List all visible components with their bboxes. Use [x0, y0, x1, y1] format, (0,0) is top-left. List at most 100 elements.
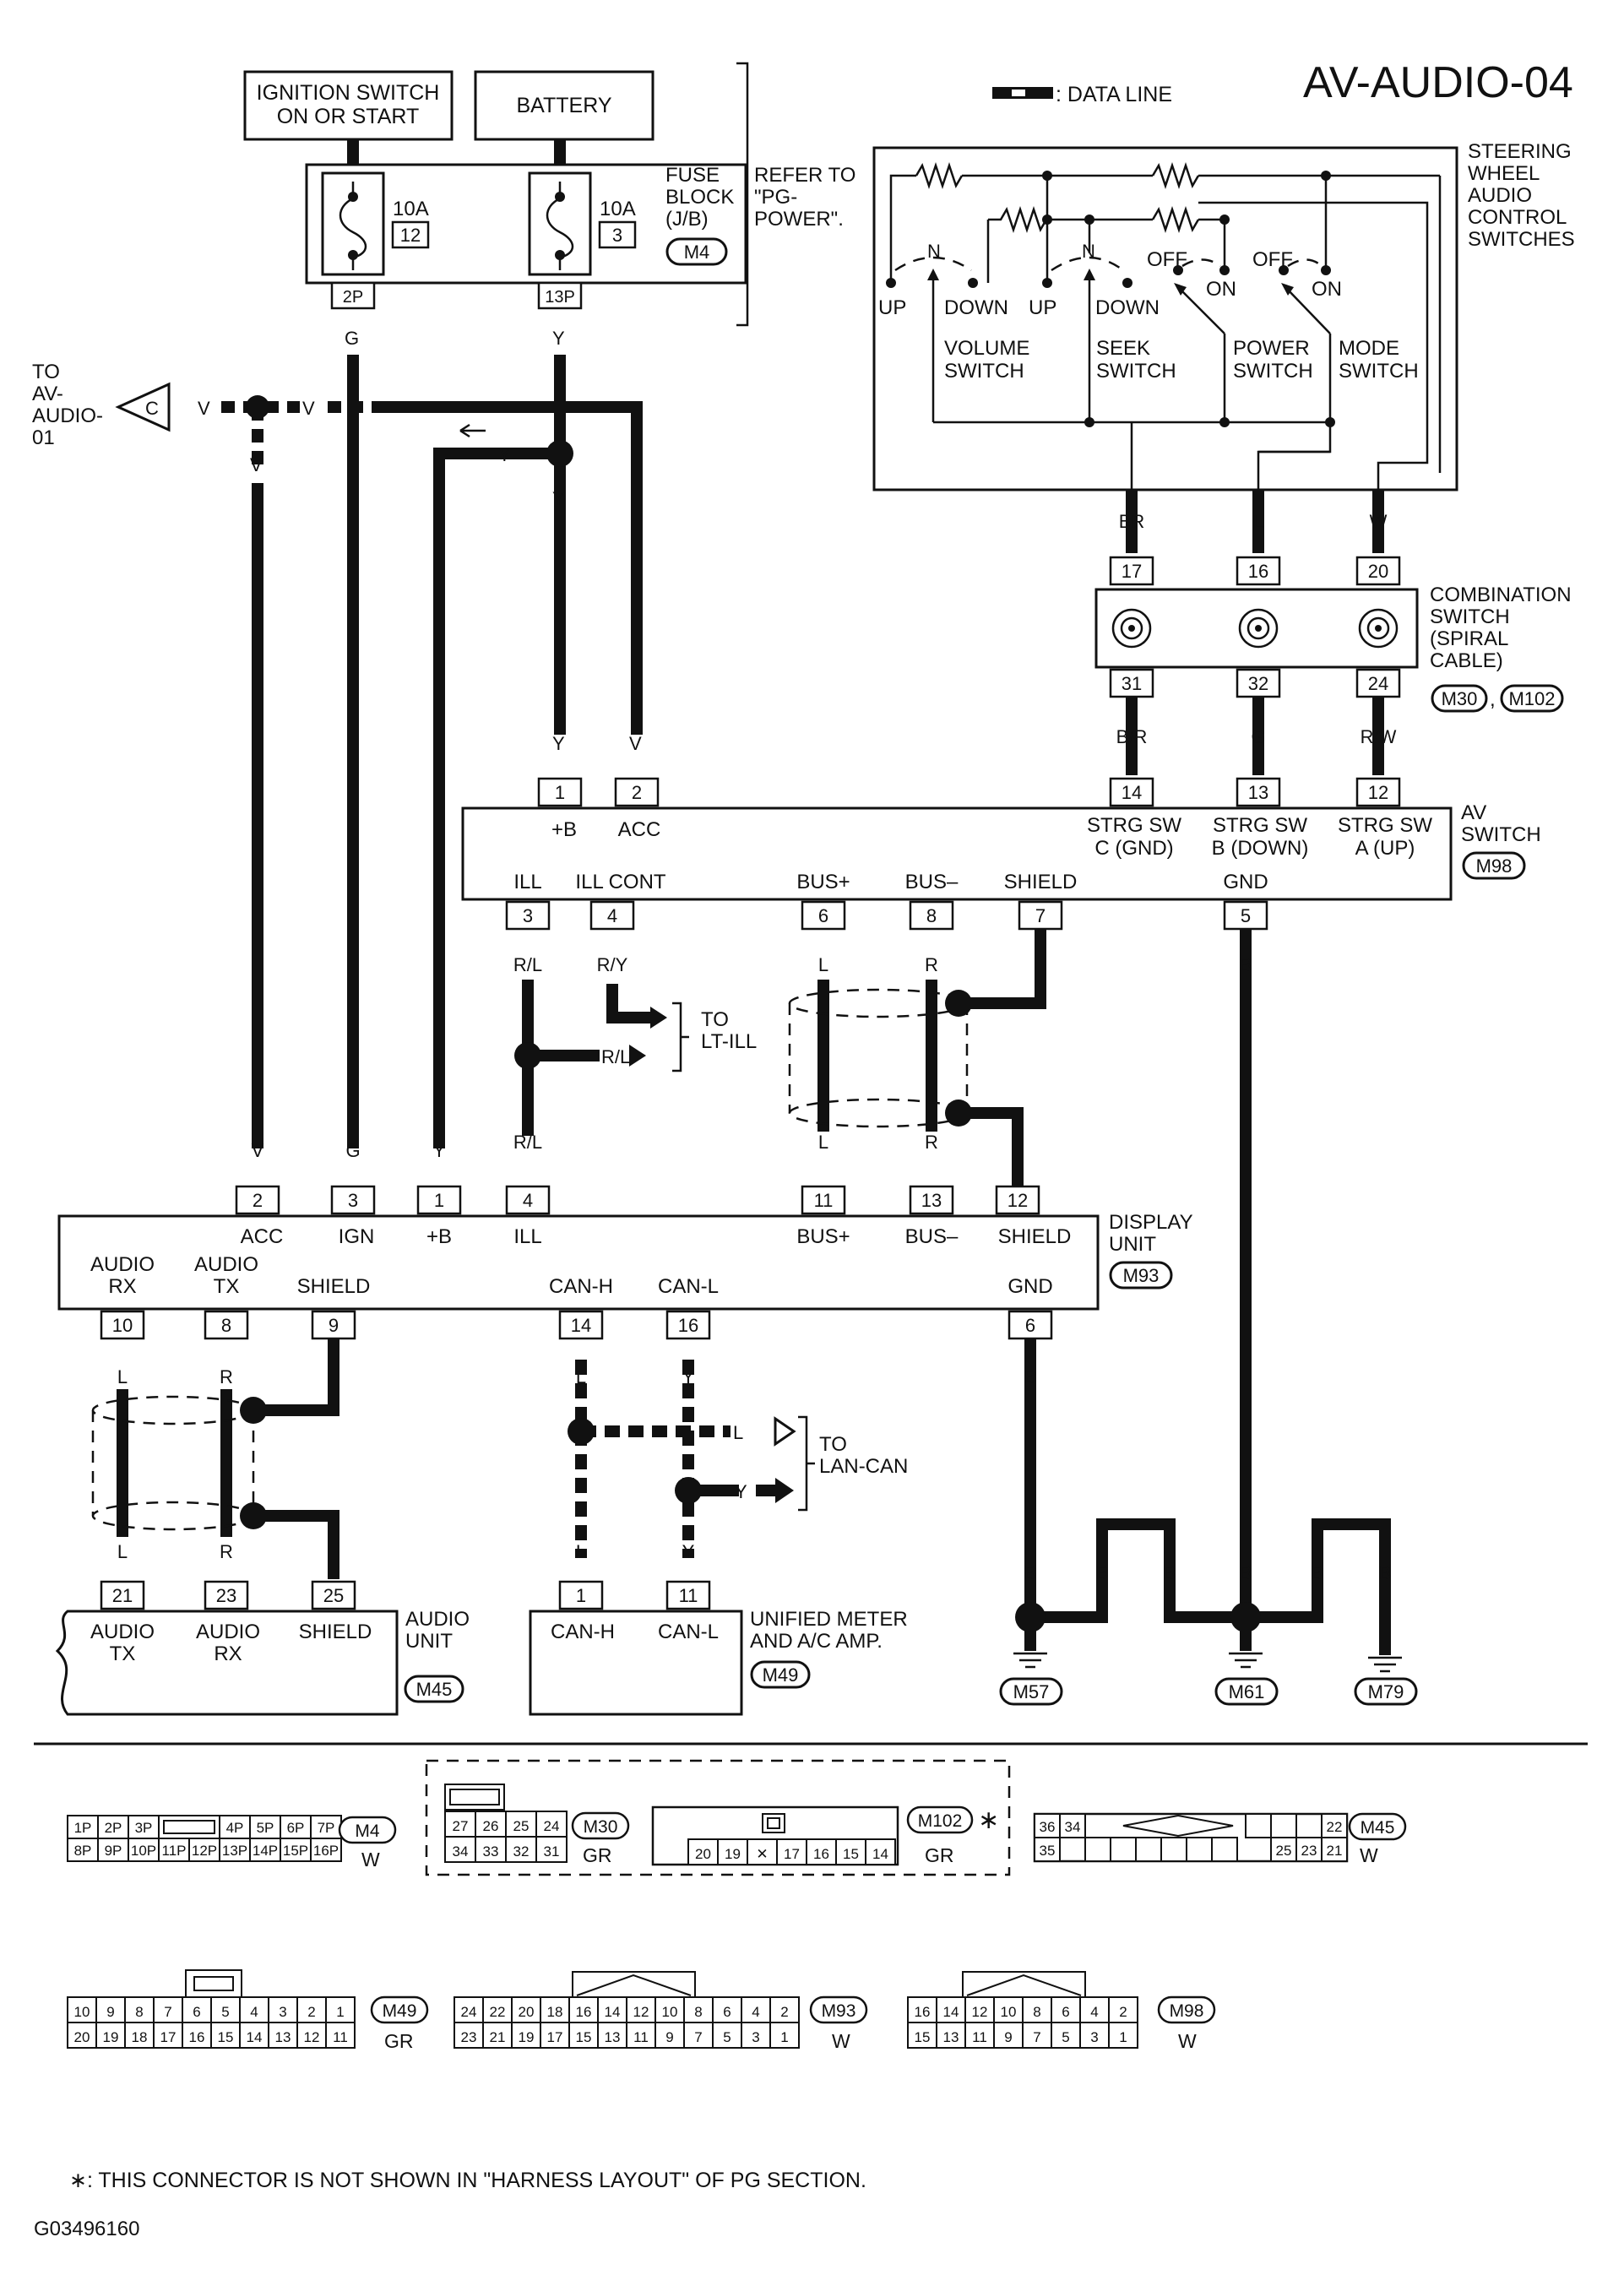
wire-color-rw: R/W — [1361, 726, 1397, 747]
meter-pin-1 — [558, 1580, 604, 1610]
wire-color-rl-mid: R/L — [601, 1046, 630, 1067]
avsw-pin-3 — [505, 900, 551, 931]
fuse-pin-13p-label: 13P — [545, 288, 575, 307]
m98-r2-pin-label: 13 — [943, 2029, 959, 2045]
display-connector: M93 — [1123, 1265, 1160, 1286]
m45-r2l-pin-label: 35 — [1040, 1843, 1056, 1859]
m93-r2-pin-label: 5 — [723, 2029, 731, 2045]
disp-can-l: CAN-L — [658, 1275, 719, 1298]
m98-r1-cell — [936, 1996, 966, 2023]
m93-r2-cell — [741, 2022, 771, 2049]
m4-r2-cell — [310, 1838, 342, 1862]
avsw-pin-7-label: 7 — [1035, 905, 1046, 926]
audio-pin-23 — [204, 1580, 249, 1610]
mode-label-2: SWITCH — [1339, 360, 1419, 383]
avsw-pin-1 — [537, 777, 583, 807]
wire-color-b-g1: B — [1024, 1562, 1037, 1583]
m93-r2-pin-label: 1 — [780, 2029, 788, 2045]
disp-shield-top: SHIELD — [998, 1225, 1072, 1248]
m49-r1-pin-label: 4 — [250, 2004, 258, 2020]
avsw-plus-b: +B — [551, 818, 577, 841]
m45-r2r-pin-label: 23 — [1301, 1843, 1317, 1859]
m4-r2-cell — [188, 1838, 220, 1862]
m98-r1-cell — [993, 1996, 1024, 2023]
m93-r2-pin-label: 9 — [665, 2029, 673, 2045]
volume-switch — [886, 256, 978, 422]
m30-m102-group-outline — [425, 1759, 1011, 1876]
av-switch-box — [461, 806, 1453, 901]
m102-cell — [687, 1838, 719, 1865]
m49-r2-pin-label: 13 — [275, 2029, 291, 2045]
disp-can-h: CAN-H — [549, 1275, 613, 1298]
m93-r2-cell — [769, 2022, 800, 2049]
lt-ill-label-1: TO — [701, 1008, 729, 1031]
disp-acc: ACC — [241, 1225, 284, 1248]
m30-r2-pin-label: 31 — [544, 1843, 560, 1860]
m93-r1-pin-label: 22 — [490, 2004, 506, 2020]
ground-symbol-m57 — [1013, 1652, 1047, 1669]
wire-color-v-mid: V — [302, 398, 315, 419]
wire-color-ry: R/Y — [597, 954, 628, 975]
m98-r2-cell — [1022, 2022, 1052, 2049]
m102-pin-label: ✕ — [756, 1846, 768, 1862]
wire-color-l-bus-top: L — [818, 954, 828, 975]
avsw-ill: ILL — [513, 871, 541, 893]
wire-color-l-can-top: L — [576, 1366, 586, 1387]
m4-r2-cell — [67, 1838, 99, 1862]
m49-r2-pin-label: 18 — [132, 2029, 148, 2045]
m98-r2-cell — [993, 2022, 1024, 2049]
wire-color-r-audio-top: R — [220, 1366, 233, 1387]
meter-pin-11 — [665, 1580, 711, 1610]
m102-pin-label: 17 — [784, 1846, 800, 1862]
ground-m79: M79 — [1368, 1681, 1404, 1702]
audio-arx-1: AUDIO — [196, 1621, 260, 1643]
to-audio01-arrow — [115, 382, 171, 432]
seek-down: DOWN — [1095, 296, 1160, 319]
disp-pin-2-label: 2 — [253, 1190, 263, 1211]
steering-title-1: STEERING — [1468, 140, 1572, 163]
comb-pin-16 — [1236, 556, 1281, 586]
m93-r1-pin-label: 10 — [662, 2004, 678, 2020]
m49-r1-pin-label: 1 — [336, 2004, 344, 2020]
m98-r2-pin-label: 5 — [1062, 2029, 1069, 2045]
m4-r1-cell — [280, 1815, 312, 1839]
mode-off: OFF — [1252, 248, 1293, 271]
avsw-ill-cont: ILL CONT — [575, 871, 665, 893]
disp-audio-rx-2: RX — [108, 1275, 136, 1298]
wire-color-y-down: Y — [552, 488, 565, 509]
m45-r1r-pin-label: 22 — [1327, 1819, 1343, 1835]
comb-pin-31-label: 31 — [1122, 673, 1142, 694]
avsw-pin-3-label: 3 — [523, 905, 533, 926]
m49-r1-pin-label: 3 — [279, 2004, 286, 2020]
m4-r1-pin-label: 3P — [135, 1820, 153, 1836]
wire-color-r-audio-bot: R — [220, 1541, 233, 1562]
m93-r1-pin-label: 18 — [547, 2004, 563, 2020]
disp-pin-4-label: 4 — [523, 1190, 533, 1211]
disp-pin-14 — [558, 1310, 604, 1340]
mode-label-1: MODE — [1339, 337, 1399, 360]
m93-r1-pin-label: 20 — [519, 2004, 535, 2020]
avsw-shield: SHIELD — [1004, 871, 1078, 893]
comb-pin-20 — [1355, 556, 1401, 586]
wire-color-r-bus-bot: R — [925, 1132, 938, 1153]
steering-switch-box — [872, 146, 1458, 491]
m49-color: GR — [384, 2030, 414, 2052]
wire-color-w: W — [1370, 511, 1388, 532]
m4-r2-cell — [219, 1838, 251, 1862]
m102-pin-label: 15 — [843, 1846, 859, 1862]
lt-ill-label-2: LT-ILL — [701, 1030, 757, 1053]
m49-r1-cell — [182, 1996, 212, 2023]
m93-r2-cell — [540, 2022, 570, 2049]
m30-r2-cell — [444, 1836, 476, 1863]
ground-m57: M57 — [1013, 1681, 1050, 1702]
page-title: AV-AUDIO-04 — [1303, 58, 1573, 107]
wire-color-y-branch: Y — [498, 444, 511, 465]
wire-color-rl-top: R/L — [513, 954, 542, 975]
m45-r2r-cell — [1295, 1837, 1323, 1862]
disp-pin-12 — [995, 1185, 1040, 1215]
m93-r1-cell — [568, 1996, 599, 2023]
avsw-acc: ACC — [618, 818, 661, 841]
m30-badge: M30 — [584, 1817, 618, 1837]
m4-r2-pin-label: 12P — [192, 1843, 217, 1859]
